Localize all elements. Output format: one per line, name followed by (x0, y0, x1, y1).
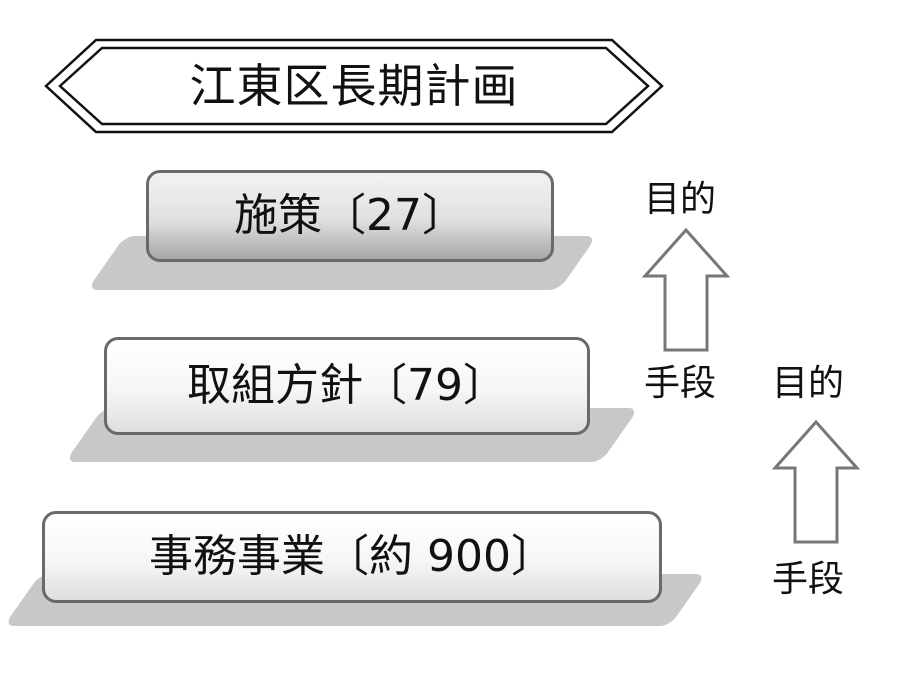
purpose-label: 目的 (644, 179, 717, 220)
up-arrow-icon (641, 227, 731, 352)
purpose-label: 目的 (772, 363, 845, 404)
tier-label-projects: 事務事業〔約 900〕 (149, 531, 555, 582)
tier-box-projects: 事務事業〔約 900〕 (42, 511, 662, 603)
banner-outline (44, 38, 664, 134)
tier-box-policy: 施策〔27〕 (146, 170, 554, 262)
tier-label-policy: 施策〔27〕 (234, 190, 466, 241)
up-arrow-icon (771, 419, 861, 544)
tier-label-approach: 取組方針〔79〕 (187, 360, 507, 411)
tier-box-approach: 取組方針〔79〕 (104, 337, 590, 435)
page-title: 江東区長期計画 (189, 59, 519, 113)
means-label: 手段 (772, 559, 845, 600)
means-label: 手段 (644, 363, 717, 404)
title-banner: 江東区長期計画 (44, 38, 664, 134)
